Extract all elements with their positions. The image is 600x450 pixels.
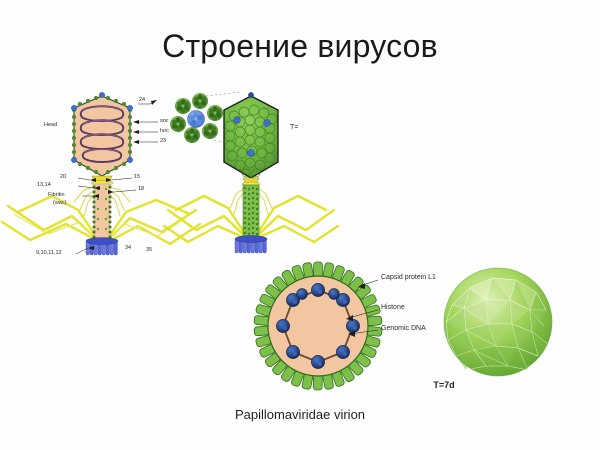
phage-label-arrowheads: [88, 100, 157, 250]
icosahedral-sphere-rim: [443, 267, 553, 377]
label-capsid-protein-l1: Capsid protein L1: [381, 274, 436, 281]
phage-tail-core: [93, 183, 111, 243]
phage-label-leaders: [75, 99, 158, 255]
label-histone: Histone: [381, 304, 405, 311]
label-gp13-14: 13,14: [37, 182, 51, 188]
label-gp20: 20: [60, 174, 67, 180]
papilloma-capsomer-ring: [253, 261, 383, 391]
pentamer-capsomer: [187, 110, 205, 128]
label-t7d: T=7d: [433, 380, 455, 390]
label-genomic-dna: Genomic DNA: [381, 325, 426, 332]
label-hoc: hoc: [160, 128, 169, 134]
capsomer-rosette-group: [170, 91, 241, 147]
icosahedral-facet-shading: [446, 278, 548, 370]
tail-fiber-group-right: [162, 194, 340, 244]
head-dna-coil-highlight: [82, 105, 122, 153]
assembled-baseplate: [234, 235, 268, 254]
papilloma-label-arrowheads: [346, 283, 365, 337]
label-gp35: 35: [146, 247, 153, 253]
page-title: Строение вирусов: [162, 28, 438, 64]
assembled-head-vertex-pentamers: [233, 92, 271, 157]
label-gp18: 18: [138, 186, 145, 192]
phage-assembled-group: [162, 92, 340, 254]
label-baseplate-genes: 9,10,11,12: [36, 250, 62, 256]
hexamer-capsomers: [170, 93, 223, 143]
label-gp24: 24: [139, 97, 146, 103]
label-soc: soc: [160, 118, 169, 124]
label-gp15: 15: [134, 174, 141, 180]
phage-head-capsid: [73, 95, 131, 177]
assembled-tail-sheath-beads: [243, 186, 259, 236]
assembled-head-capsid: [223, 95, 279, 179]
papillomavirus-group: [253, 261, 383, 391]
icosahedral-sphere-group: [443, 267, 553, 377]
papilloma-histone-beads: [276, 283, 360, 369]
label-gp23: 23: [160, 138, 167, 144]
label-triangulation-number: T=: [290, 124, 299, 131]
tail-fiber-group-left-thin: [13, 213, 187, 245]
label-fibritin-alt: (wac): [53, 200, 67, 206]
papillomavirus-caption: Papillomaviridae virion: [234, 407, 366, 422]
capsomer-callout-lines: [205, 91, 241, 147]
head-vertex-pentamers: [71, 92, 133, 163]
phage-detailed-group: [0, 92, 202, 256]
head-capsomer-beads: [71, 95, 133, 175]
phage-baseplate: [85, 237, 119, 256]
label-head: Head: [44, 122, 58, 128]
label-gp34: 34: [125, 245, 132, 251]
label-fibritin: Fibritin: [48, 192, 65, 198]
